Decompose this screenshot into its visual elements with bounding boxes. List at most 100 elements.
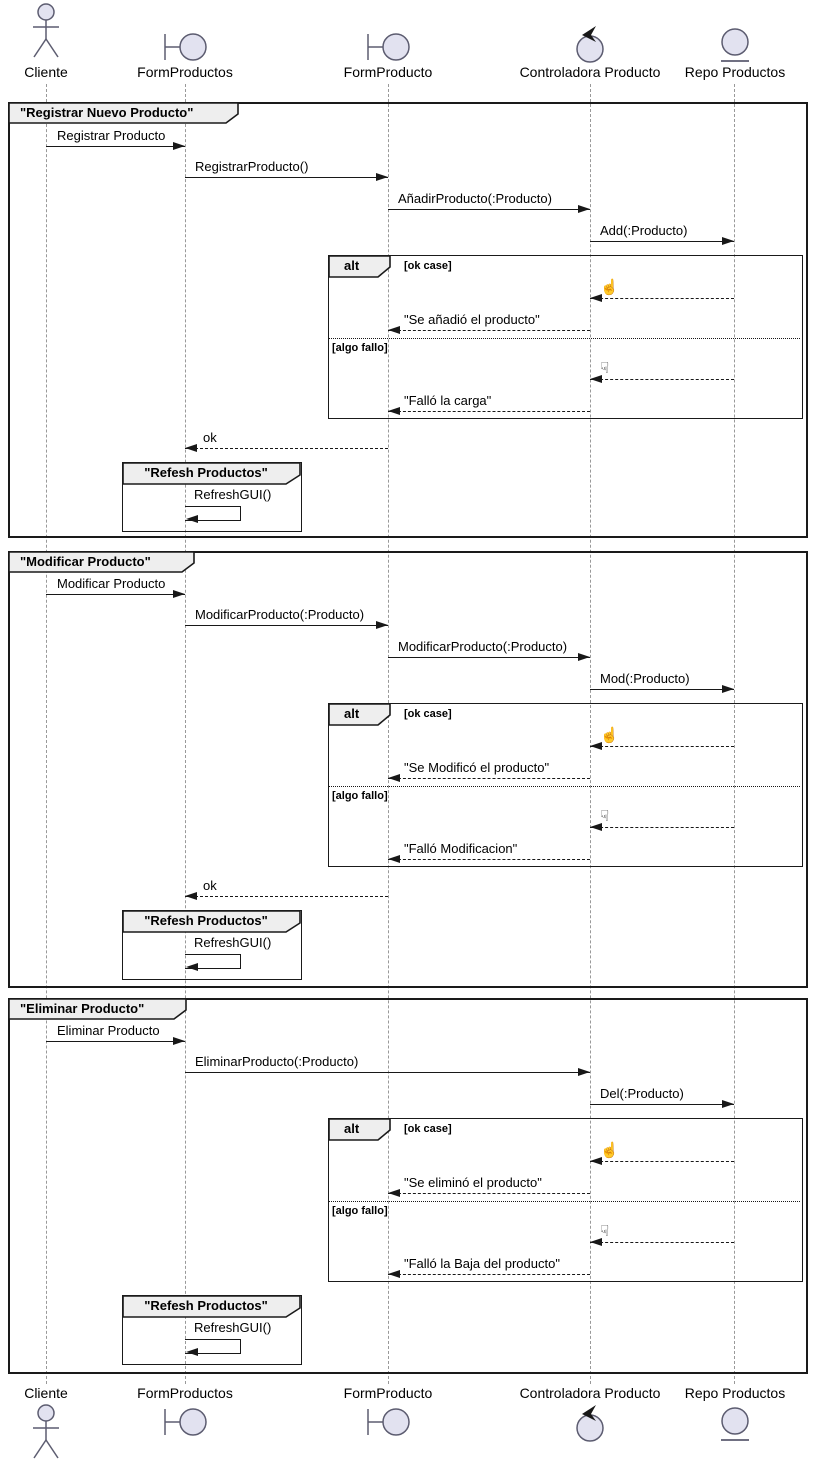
message-label: RefreshGUI() xyxy=(194,935,272,950)
message-label: RegistrarProducto() xyxy=(195,159,309,174)
message-line xyxy=(46,1041,185,1042)
arrow-left-icon xyxy=(590,1157,602,1165)
participant-label-formproducto: FormProducto xyxy=(343,1385,433,1401)
message-label: RefreshGUI() xyxy=(194,487,272,502)
boundary-icon xyxy=(164,1408,207,1436)
message-line xyxy=(388,657,590,658)
arrow-left-icon xyxy=(590,823,602,831)
message-label: "Se añadió el producto" xyxy=(404,312,540,327)
thumbs-up-icon: ☝ xyxy=(600,727,619,744)
arrow-right-icon xyxy=(722,1100,734,1108)
alt-operator-shape xyxy=(328,255,391,278)
message-line xyxy=(388,209,590,210)
frame-title-shape xyxy=(8,551,195,573)
arrow-right-icon xyxy=(173,1037,185,1045)
message-line xyxy=(590,689,734,690)
return-line xyxy=(388,411,590,412)
return-line xyxy=(388,330,590,331)
arrow-right-icon xyxy=(376,173,388,181)
control-icon xyxy=(576,26,604,63)
message-label: Add(:Producto) xyxy=(600,223,688,238)
lifeline-formproducto xyxy=(388,84,389,1384)
message-label: Mod(:Producto) xyxy=(600,671,690,686)
arrow-right-icon xyxy=(722,237,734,245)
arrow-left-icon xyxy=(186,515,198,523)
lifeline-repo-productos xyxy=(734,84,735,1384)
thumbs-down-icon: ☟ xyxy=(600,1223,610,1240)
alt-fragment xyxy=(328,255,803,419)
actor-icon xyxy=(33,3,59,58)
group-title-shape xyxy=(122,1295,301,1318)
message-label: Eliminar Producto xyxy=(57,1023,160,1038)
message-label: "Se Modificó el producto" xyxy=(404,760,550,775)
return-line xyxy=(590,1161,734,1162)
return-line xyxy=(185,448,388,449)
control-icon xyxy=(576,1405,604,1442)
alt-fragment xyxy=(328,1118,803,1282)
arrow-right-icon xyxy=(578,1068,590,1076)
alt-operator-shape xyxy=(328,1118,391,1141)
message-line xyxy=(46,594,185,595)
participant-label-repo-productos: Repo Productos xyxy=(684,1385,786,1401)
alt-divider xyxy=(329,1201,800,1202)
boundary-icon xyxy=(367,33,410,61)
participant-label-repo-productos: Repo Productos xyxy=(684,64,786,80)
message-line xyxy=(46,146,185,147)
return-line xyxy=(590,827,734,828)
boundary-icon xyxy=(367,1408,410,1436)
message-label: ModificarProducto(:Producto) xyxy=(398,639,568,654)
return-line xyxy=(185,896,388,897)
group-title-shape xyxy=(122,462,301,485)
participant-label-controladora-producto: Controladora Producto xyxy=(519,64,661,80)
guard-fail: [algo fallo] xyxy=(332,790,388,802)
return-line xyxy=(388,1274,590,1275)
message-label: "Se eliminó el producto" xyxy=(404,1175,542,1190)
return-line xyxy=(590,298,734,299)
message-label: "Falló la carga" xyxy=(404,393,492,408)
participant-label-controladora-producto: Controladora Producto xyxy=(519,1385,661,1401)
arrow-right-icon xyxy=(376,621,388,629)
message-label: Modificar Producto xyxy=(57,576,166,591)
return-line xyxy=(388,1193,590,1194)
arrow-left-icon xyxy=(388,1189,400,1197)
participant-label-cliente: Cliente xyxy=(24,64,68,80)
alt-operator-shape xyxy=(328,703,391,726)
self-message-loop xyxy=(185,954,241,969)
alt-operator: alt xyxy=(344,706,360,721)
alt-fragment xyxy=(328,703,803,867)
alt-divider xyxy=(329,338,800,339)
alt-divider xyxy=(329,786,800,787)
arrow-right-icon xyxy=(173,142,185,150)
arrow-left-icon xyxy=(590,1238,602,1246)
return-line xyxy=(590,379,734,380)
message-label: Del(:Producto) xyxy=(600,1086,684,1101)
message-label: ok xyxy=(203,878,217,893)
message-label: ModificarProducto(:Producto) xyxy=(195,607,365,622)
arrow-left-icon xyxy=(388,326,400,334)
arrow-left-icon xyxy=(185,892,197,900)
thumbs-up-icon: ☝ xyxy=(600,1142,619,1159)
arrow-right-icon xyxy=(578,205,590,213)
guard-ok: [ok case] xyxy=(404,1123,452,1135)
group-title: "Refesh Productos" xyxy=(144,913,268,928)
return-line xyxy=(590,746,734,747)
self-message-loop xyxy=(185,506,241,521)
arrow-right-icon xyxy=(173,590,185,598)
group-title: "Refesh Productos" xyxy=(144,1298,268,1313)
frame-title-shape xyxy=(8,998,187,1020)
arrow-left-icon xyxy=(185,444,197,452)
message-label: ok xyxy=(203,430,217,445)
frame-eliminar-producto xyxy=(8,998,808,1374)
arrow-right-icon xyxy=(578,653,590,661)
boundary-icon xyxy=(164,33,207,61)
arrow-left-icon xyxy=(388,1270,400,1278)
self-message-loop xyxy=(185,1339,241,1354)
message-label: "Falló Modificacion" xyxy=(404,841,518,856)
frame-title: "Modificar Producto" xyxy=(20,554,151,569)
frame-title-shape xyxy=(8,102,239,124)
guard-fail: [algo fallo] xyxy=(332,342,388,354)
guard-fail: [algo fallo] xyxy=(332,1205,388,1217)
arrow-left-icon xyxy=(590,294,602,302)
lifeline-controladora-producto xyxy=(590,84,591,1384)
